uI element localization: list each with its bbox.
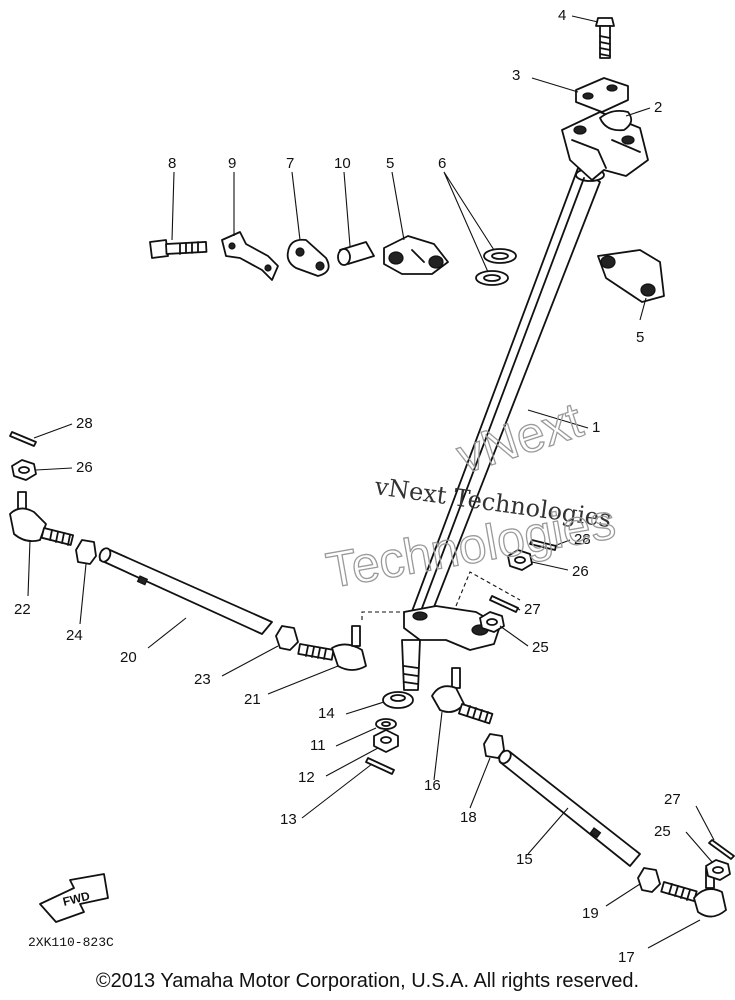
holder-part-5-right	[597, 249, 665, 303]
callout-18: 18	[460, 809, 477, 826]
callout-25-mid: 25	[532, 639, 549, 656]
callout-10: 10	[334, 155, 351, 172]
plate-part-7	[286, 238, 330, 277]
callout-28-left: 28	[76, 415, 93, 432]
callout-13: 13	[280, 811, 297, 828]
callout-21: 21	[244, 691, 261, 708]
bolt-part-4	[595, 17, 615, 59]
callout-12: 12	[298, 769, 315, 786]
callout-28-right: 28	[574, 531, 591, 548]
callout-7: 7	[286, 155, 294, 172]
nut-part-19	[637, 867, 661, 893]
callout-22: 22	[14, 601, 31, 618]
callout-5-right: 5	[636, 329, 644, 346]
callout-23: 23	[194, 671, 211, 688]
cotter-pin-part-13	[365, 757, 395, 775]
cotter-pin-part-27-right	[708, 839, 735, 860]
tie-rod-end-part-17	[660, 867, 727, 918]
callout-4: 4	[558, 7, 566, 24]
holder-part-5-left	[383, 235, 449, 275]
callout-17: 17	[618, 949, 635, 966]
fwd-label: FWD	[61, 889, 91, 909]
nut-part-25-right	[705, 859, 731, 881]
callout-26-left: 26	[76, 459, 93, 476]
callout-5-left: 5	[386, 155, 394, 172]
nut-part-26-left	[11, 459, 37, 481]
callout-2: 2	[654, 99, 662, 116]
cotter-pin-part-28-right	[529, 539, 557, 551]
collar-part-10	[337, 241, 375, 266]
callout-9: 9	[228, 155, 236, 172]
leader-lines	[27, 15, 715, 949]
nut-part-25-mid	[479, 611, 505, 633]
copyright-notice: ©2013 Yamaha Motor Corporation, U.S.A. A…	[95, 970, 640, 992]
nut-part-23	[275, 625, 299, 651]
callout-24: 24	[66, 627, 83, 644]
cotter-pin-part-27-mid	[489, 595, 519, 613]
washer-part-11	[375, 718, 397, 730]
callout-16: 16	[424, 777, 441, 794]
callout-14: 14	[318, 705, 335, 722]
cotter-pin-part-28-left	[9, 431, 37, 447]
callout-27-right: 27	[664, 791, 681, 808]
clip-part-9	[221, 231, 279, 281]
cap-part-3	[575, 77, 629, 113]
callout-26-right: 26	[572, 563, 589, 580]
tie-rod-part-15	[498, 749, 641, 867]
callout-6: 6	[438, 155, 446, 172]
drawing-code: 2XK110-823C	[28, 935, 114, 950]
tie-rod-end-part-21	[297, 625, 367, 671]
bushing-part-2	[599, 109, 633, 132]
callout-1: 1	[592, 419, 600, 436]
callout-8: 8	[168, 155, 176, 172]
watermark-vnext: vNext	[450, 392, 589, 485]
callout-20: 20	[120, 649, 137, 666]
bolt-part-8	[149, 239, 208, 259]
nut-part-26-right	[507, 549, 533, 571]
pitman-arm	[401, 605, 501, 691]
callout-19: 19	[582, 905, 599, 922]
tie-rod-end-part-16	[431, 667, 494, 725]
nut-part-24	[75, 539, 97, 565]
callout-25-right: 25	[654, 823, 671, 840]
nut-part-12	[373, 729, 399, 753]
callout-labels: 4 3 2 8 9 7 10 5 6 5 1 28 26 22 24 20 23…	[14, 7, 681, 966]
nut-part-18	[483, 733, 505, 759]
callout-3: 3	[512, 67, 520, 84]
bearing-part-14	[382, 691, 414, 709]
fwd-arrow-icon: FWD	[39, 873, 109, 923]
callout-11: 11	[310, 737, 326, 754]
tie-rod-part-20	[98, 547, 273, 635]
washers-part-6	[475, 248, 517, 286]
callout-27-mid: 27	[524, 601, 541, 618]
callout-15: 15	[516, 851, 533, 868]
tie-rod-end-part-22	[9, 491, 75, 546]
